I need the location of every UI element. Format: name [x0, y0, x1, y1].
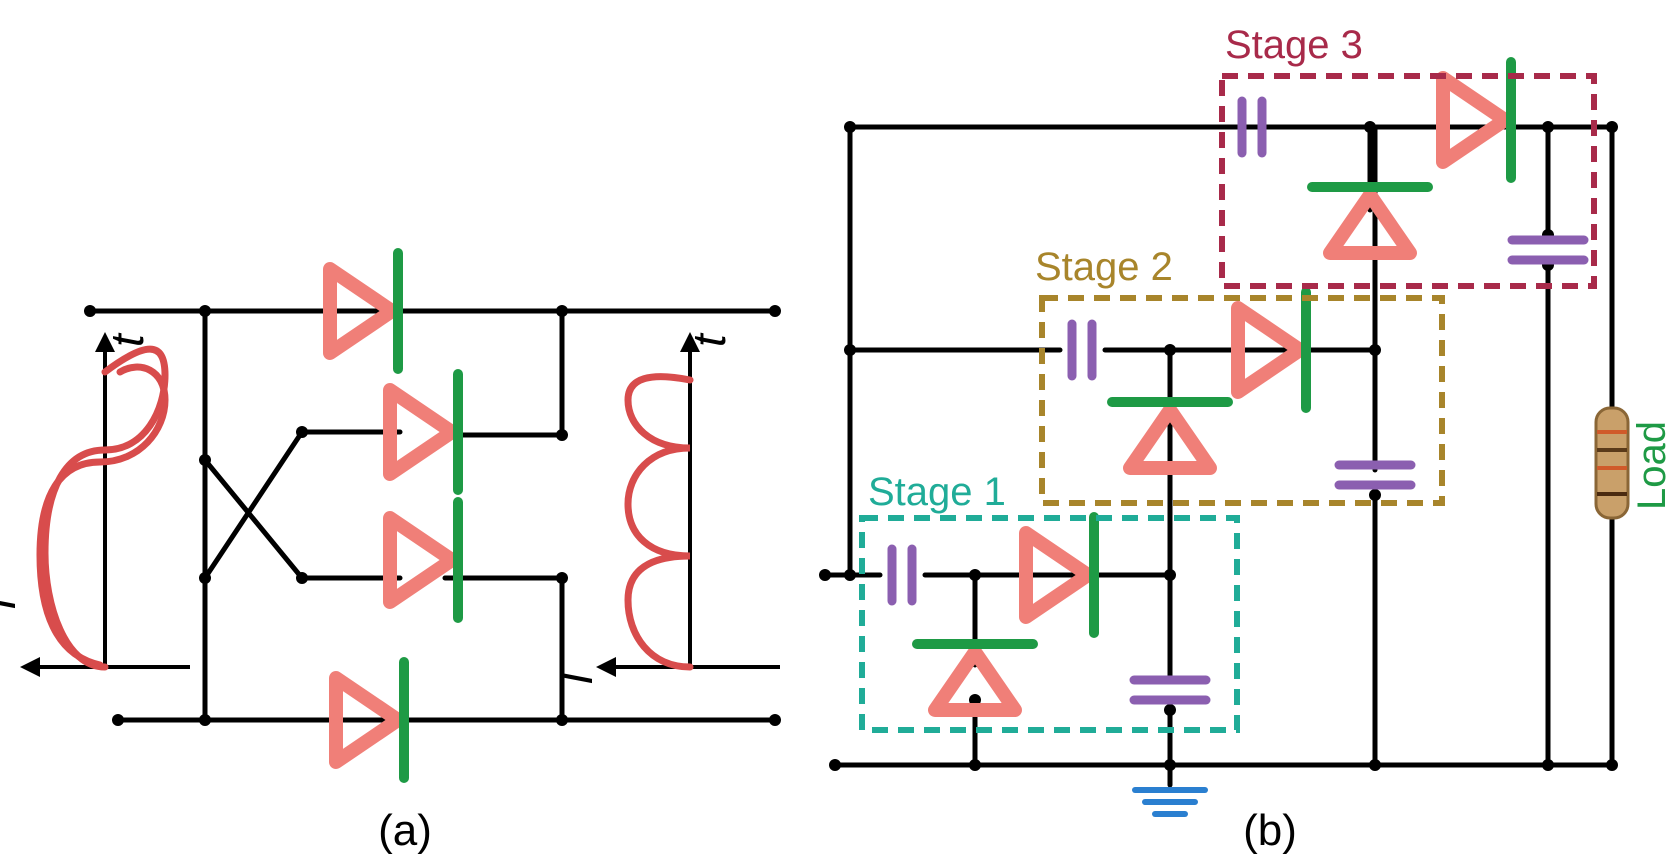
diode-icon [1312, 187, 1428, 253]
load-resistor-icon [1594, 406, 1630, 520]
panel-b: Load Stage 1 Stage 2 Stage 3 (b) [819, 23, 1674, 855]
time-axis-label: t [683, 332, 735, 347]
current-axis-label: I [0, 597, 25, 610]
capacitor-icon [1072, 324, 1092, 376]
stage-1-box: Stage 1 [859, 470, 1240, 733]
panel-a-diodes [330, 253, 458, 778]
stage-2-box: Stage 2 [1035, 245, 1445, 506]
current-axis-label: I [550, 672, 602, 685]
capacitor-icon [1339, 465, 1411, 485]
output-waveform-plot [596, 332, 780, 677]
capacitor-icon [1512, 240, 1584, 260]
panel-a-junctions [84, 305, 781, 726]
diode-icon [1443, 62, 1511, 178]
arrow-icon [95, 332, 115, 352]
panel-a-caption: (a) [378, 806, 432, 855]
load-label: Load [1630, 421, 1674, 510]
stage-3-label: Stage 3 [1225, 23, 1363, 67]
arrow-icon [596, 657, 616, 677]
panel-b-diodes [917, 62, 1511, 710]
stage-2-label: Stage 2 [1035, 245, 1173, 289]
panel-b-wires [822, 124, 1615, 768]
capacitor-icon [892, 549, 912, 601]
time-axis-label: t [101, 332, 153, 347]
input-waveform-plot [20, 332, 190, 677]
arrow-icon [20, 657, 40, 677]
stage-1-label: Stage 1 [868, 470, 1006, 514]
panel-a-wires [87, 308, 778, 723]
panel-a: I t t I (a) [0, 253, 781, 855]
panel-b-caption: (b) [1243, 806, 1297, 855]
panel-b-capacitors [892, 101, 1584, 700]
ground-icon [1132, 762, 1208, 817]
stage-3-box: Stage 3 [1219, 23, 1597, 289]
capacitor-icon [1134, 680, 1206, 700]
panel-b-junctions [819, 121, 1618, 771]
arrow-icon [680, 332, 700, 352]
diode-icon [390, 502, 458, 618]
